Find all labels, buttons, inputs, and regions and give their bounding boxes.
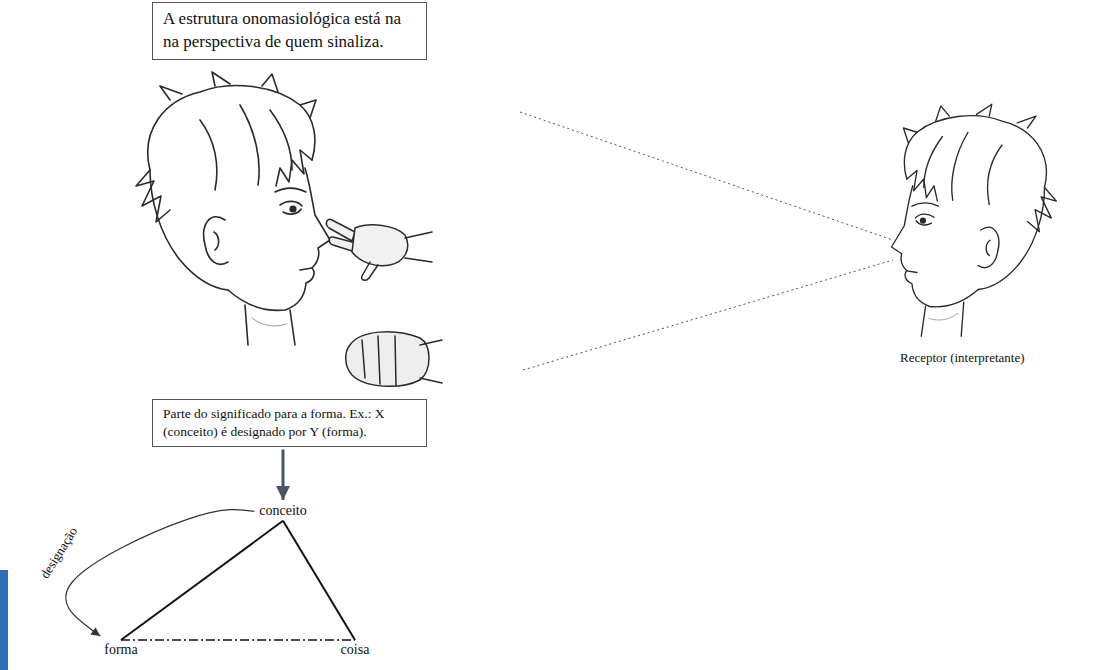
vertex-label: coisa xyxy=(339,642,372,659)
connector-group xyxy=(66,449,355,640)
node-text: forma xyxy=(104,642,137,659)
edge-bar xyxy=(0,570,8,670)
signing-hand-upper xyxy=(326,219,432,280)
node-text: coisa xyxy=(341,642,370,659)
signer-head xyxy=(136,72,330,345)
receptor-label: Receptor (interpretante) xyxy=(898,350,1027,366)
vertex-label: forma xyxy=(102,642,139,659)
triangle-side xyxy=(121,521,283,640)
node-text: Parte do significado para a forma. Ex.: … xyxy=(163,405,416,441)
triangle-side xyxy=(283,521,355,640)
triangle-base xyxy=(121,639,355,641)
node-text: A estrutura onomasiológica está na na pe… xyxy=(163,8,416,54)
sight-line xyxy=(520,112,893,240)
signing-hand-lower xyxy=(346,332,442,387)
sight-line xyxy=(523,260,893,370)
note-box: Parte do significado para a forma. Ex.: … xyxy=(152,399,427,447)
edge-label: designação xyxy=(36,522,82,583)
down-arrow xyxy=(281,449,284,500)
vertex-label: conceito xyxy=(257,503,308,520)
designation-arrow xyxy=(66,510,255,636)
receptor-head xyxy=(892,104,1057,336)
note-box: A estrutura onomasiológica está na na pe… xyxy=(152,2,427,60)
node-text: conceito xyxy=(259,503,306,520)
